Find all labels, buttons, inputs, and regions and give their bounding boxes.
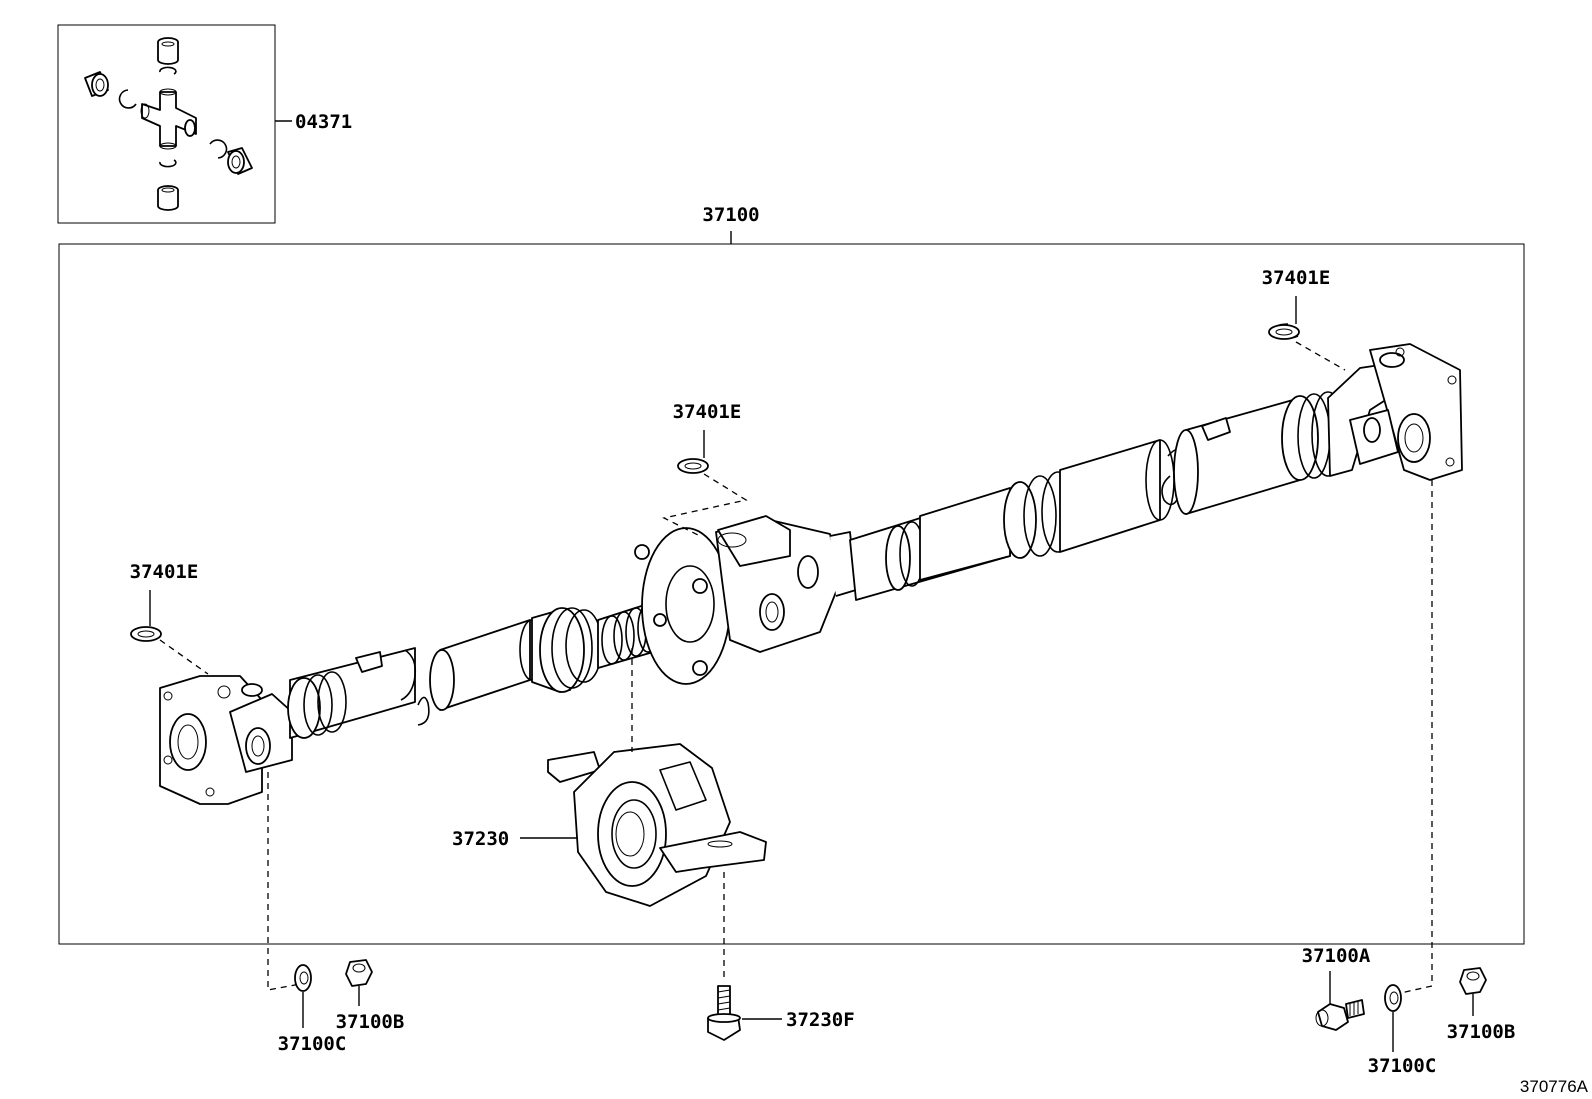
- front-flange-yoke: [159, 675, 293, 805]
- label-37401E-rear: 37401E: [1262, 267, 1331, 289]
- nut-right: [1459, 967, 1487, 995]
- spider-bearing-cup-bottom: [157, 185, 179, 211]
- dashed-line-rear-ring: [1295, 341, 1346, 371]
- center-universal-joint: [715, 515, 857, 653]
- spider-kit-inset: [57, 24, 276, 224]
- nut-left: [345, 959, 373, 987]
- rear-tube: [849, 439, 1185, 601]
- washer-left: [294, 964, 312, 992]
- figure-code: 370776A: [1520, 1077, 1589, 1096]
- label-37100B-right: 37100B: [1447, 1021, 1516, 1043]
- rear-flange-yoke: [1327, 343, 1463, 481]
- dashed-line-front-ring: [159, 639, 209, 675]
- label-37100C-right: 37100C: [1368, 1055, 1437, 1077]
- spider-snap-ring-left: [118, 89, 137, 109]
- spider-bearing-cup-left: [84, 71, 109, 97]
- dashed-line-center-ring: [662, 473, 748, 537]
- rear-slip-tube: [1173, 391, 1345, 515]
- spider-bearing-cup-right: [227, 147, 253, 175]
- spider-snap-ring-bottom: [159, 159, 177, 168]
- spider-kit-frame: [57, 24, 276, 224]
- bearing-bolt: [707, 985, 741, 1041]
- spider-cross: [140, 88, 197, 150]
- label-37100A: 37100A: [1302, 945, 1371, 967]
- washer-right: [1384, 984, 1402, 1012]
- bolt: [1315, 999, 1365, 1031]
- spider-bearing-cup-top: [157, 37, 179, 65]
- label-37100B-left: 37100B: [336, 1011, 405, 1033]
- label-37230F: 37230F: [786, 1009, 855, 1031]
- snap-ring-center: [677, 458, 709, 474]
- label-37230: 37230: [452, 828, 509, 850]
- snap-ring-rear: [1268, 323, 1300, 340]
- center-flange: [634, 527, 731, 685]
- snap-ring-front: [130, 626, 162, 642]
- center-support-bearing: [547, 743, 767, 907]
- assembly-frame: [58, 243, 1525, 945]
- label-37401E-front: 37401E: [130, 561, 199, 583]
- dashed-line-rear-hardware: [1395, 480, 1433, 995]
- label-37100C-left: 37100C: [278, 1033, 347, 1055]
- spider-snap-ring-right: [209, 139, 228, 159]
- spider-snap-ring-top: [159, 66, 177, 75]
- middle-tube-front: [429, 607, 603, 711]
- label-37100: 37100: [702, 204, 759, 226]
- front-tube: [287, 647, 430, 739]
- label-04371: 04371: [295, 111, 352, 133]
- propeller-shaft: [159, 343, 1463, 805]
- label-37401E-center: 37401E: [673, 401, 742, 423]
- dashed-line-front-hardware: [267, 772, 301, 991]
